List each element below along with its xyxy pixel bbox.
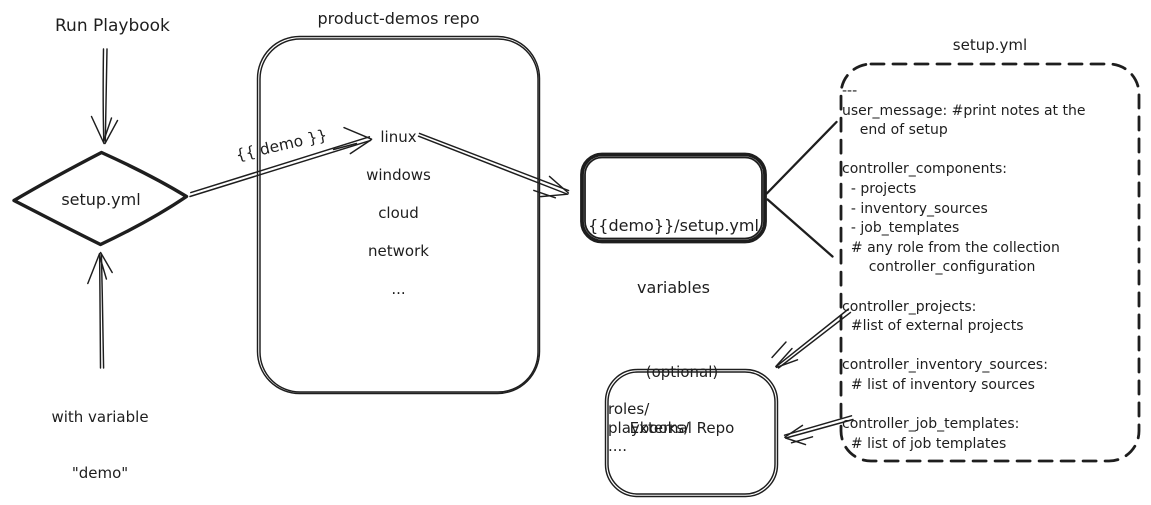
product-demos-repo-box: [256, 35, 541, 395]
setup-yml-content: --- user_message: #print notes at the end…: [842, 83, 1085, 455]
setup-yml-line: - inventory_sources: [842, 200, 988, 217]
setup-yml-line: ---: [842, 83, 858, 99]
run-playbook-arrow: [90, 48, 119, 145]
repo-item: windows: [366, 166, 431, 184]
with-variable-line1: with variable: [51, 408, 149, 426]
setup-yml-line: end of setup: [842, 122, 948, 139]
setup-yml-line: controller_inventory_sources:: [842, 357, 1048, 374]
repo-item: ...: [391, 280, 406, 298]
external-repo-title-line1: (optional): [645, 363, 719, 381]
run-playbook-label: Run Playbook: [55, 16, 170, 36]
external-repo-item: ....: [608, 437, 628, 455]
demo-arrow: [189, 126, 373, 198]
setup-diamond-shape: [12, 150, 189, 247]
product-demos-repo-items: linux windows cloud network...: [257, 118, 540, 308]
setup-yml-line: user_message: #print notes at the: [842, 102, 1086, 119]
setup-yml-line: - job_templates: [842, 220, 960, 237]
repo-item: cloud: [378, 204, 419, 222]
projects-to-external-arrow: [771, 308, 852, 369]
setup-yml-title: setup.yml: [952, 36, 1028, 54]
repo-item: network: [368, 242, 429, 260]
external-repo-items: roles/playbooks/....: [608, 400, 689, 456]
setup-yml-dashed-box: [839, 62, 1141, 463]
external-repo-title-line2: External Repo: [629, 418, 735, 437]
with-variable-label: with variable "demo": [14, 371, 186, 505]
setup-diamond-label: setup.yml: [61, 190, 141, 209]
variables-box-line2: variables: [637, 277, 710, 297]
variables-to-setupyml-lines: [765, 120, 838, 258]
setup-yml-line: controller_projects:: [842, 298, 977, 315]
external-repo-title: (optional) External Repo: [602, 326, 762, 474]
setup-yml-line: # any role from the collection: [842, 239, 1060, 256]
variables-box-line1: {{demo}}/setup.yml: [588, 216, 759, 235]
setup-yml-line: #list of external projects: [842, 318, 1024, 335]
setup-yml-line: [842, 279, 1085, 299]
setup-yml-line: controller_components:: [842, 161, 1007, 178]
setup-yml-line: controller_configuration: [842, 259, 1036, 276]
with-variable-arrow: [87, 251, 113, 369]
setup-yml-line: - projects: [842, 180, 917, 197]
setup-yml-line: [842, 142, 1085, 162]
setup-yml-line: # list of job templates: [842, 435, 1007, 452]
external-repo-box: [604, 368, 779, 498]
setup-yml-line: # list of inventory sources: [842, 376, 1035, 393]
setup-yml-line: [842, 397, 1085, 417]
external-repo-item: roles/: [608, 400, 650, 418]
linux-to-variables-arrow: [417, 132, 570, 199]
external-repo-item: playbooks/: [608, 418, 690, 437]
variables-box: [580, 152, 767, 244]
with-variable-line2: "demo": [71, 463, 129, 482]
repo-item: linux: [380, 128, 417, 146]
product-demos-repo-title: product-demos repo: [317, 9, 480, 28]
setup-yml-line: controller_job_templates:: [842, 416, 1020, 433]
variables-box-label: {{demo}}/setup.yml variables: [582, 175, 765, 339]
jobtemplates-to-external-arrow: [783, 415, 854, 446]
setup-yml-line: [842, 338, 1085, 358]
